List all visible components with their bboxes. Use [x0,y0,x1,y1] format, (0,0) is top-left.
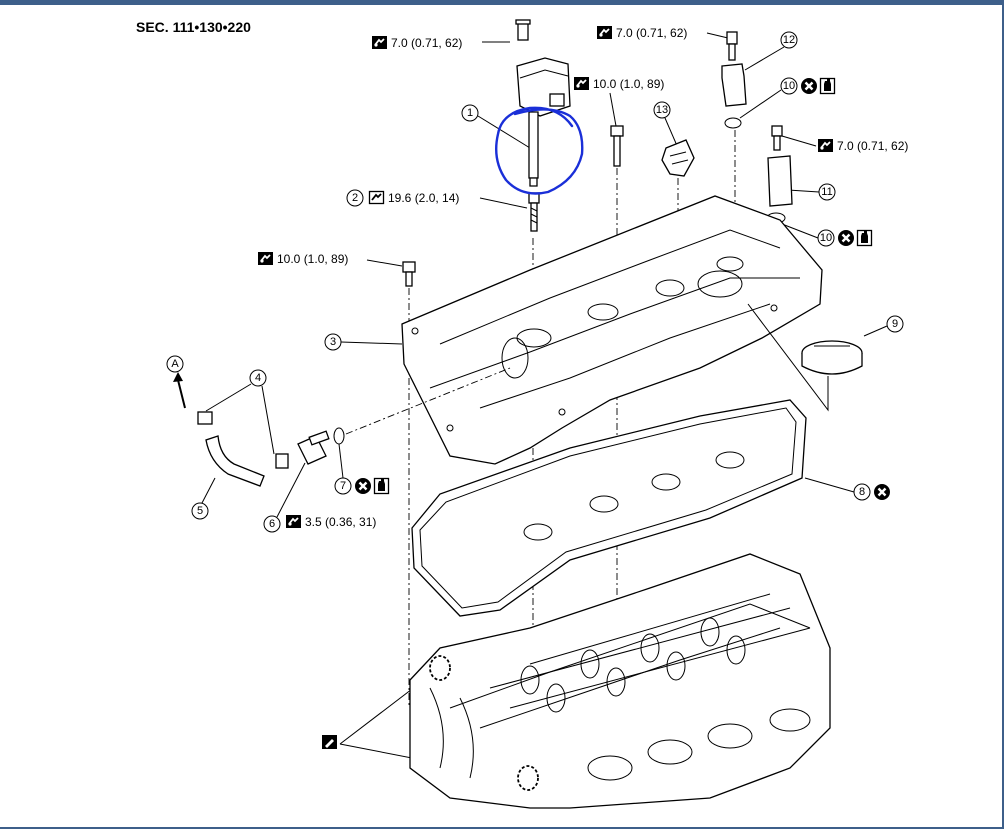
torque-spec-text: 7.0 (0.71, 62) [391,36,462,50]
torque-spec-text: 19.6 (2.0, 14) [388,191,459,205]
callout-11: 11 [787,183,836,201]
svg-text:13: 13 [656,104,668,116]
torque-label-sensor-top: 7.0 (0.71, 62) [596,25,729,40]
sealant-point-lower [517,765,539,791]
torque-wrench-icon [573,76,590,91]
pcv-valve [297,430,330,465]
torque-spec-text: 7.0 (0.71, 62) [616,26,687,40]
torque-label-coil-bolt: 7.0 (0.71, 62) [371,35,510,50]
svg-text:8: 8 [859,486,865,498]
torque-spec-text: 3.5 (0.36, 31) [305,515,376,529]
callout-5: 5 [191,477,216,520]
diagram-page: SEC. 111•130•220 7.0 (0.71, 62) 7.0 (0.7… [10,8,990,824]
sealant-icon [322,735,337,749]
torque-wrench-icon [257,251,274,266]
callout-8: 8 [804,477,892,502]
svg-text:9: 9 [892,318,898,330]
callout-13: 13 [653,101,679,149]
svg-text:A: A [171,358,179,370]
callout-9: 9 [863,315,904,337]
cover-bolt-left [402,261,416,287]
svg-text:5: 5 [197,505,203,517]
torque-wrench-icon [371,35,388,50]
callout-10-lower: 10 [781,223,873,248]
torque-label-spark-plug: 19.6 (2.0, 14) [368,190,528,209]
apply-oil-icon [819,77,836,95]
torque-label-sensor-bolt: 7.0 (0.71, 62) [781,135,908,153]
exploded-view-diagram: SEC. 111•130•220 7.0 (0.71, 62) 7.0 (0.7… [136,19,908,809]
do-not-reuse-icon [353,476,373,496]
callout-1: 1 [461,104,531,149]
rocker-cover-gasket [411,399,807,617]
ignition-coil [515,19,571,187]
pcv-hose [205,435,265,487]
torque-wrench-icon [817,138,834,153]
do-not-reuse-icon [872,482,892,502]
apply-oil-icon [373,477,390,495]
section-code: SEC. 111•130•220 [136,19,251,35]
svg-text:6: 6 [269,518,275,530]
svg-text:3: 3 [330,336,336,348]
pcv-o-ring [333,427,345,445]
svg-text:7: 7 [340,480,346,492]
combustion-ports [587,708,811,781]
sealant-point-upper [429,655,451,681]
torque-label-pcv-valve: 3.5 (0.36, 31) [285,514,376,529]
spark-plug [528,192,540,232]
window-right-border [1002,0,1004,829]
filler-cap-leader [747,303,829,412]
hose-clamp [197,411,289,469]
callout-6: 6 [263,462,306,533]
camshaft-position-sensor-lower [766,125,793,224]
oil-filler-cap [801,340,863,375]
camshaft-position-sensor-upper [721,31,747,129]
hand-drawn-annotation-circle [495,106,584,195]
do-not-reuse-icon [836,228,856,248]
svg-text:4: 4 [255,372,261,384]
rocker-cover [401,195,823,465]
torque-spec-text: 7.0 (0.71, 62) [837,139,908,153]
svg-text:10: 10 [820,232,832,244]
apply-oil-icon [856,229,873,247]
cylinder-head [409,553,831,809]
torque-label-cover-bolt-center: 10.0 (1.0, 89) [573,76,664,127]
torque-wrench-icon [285,514,302,529]
cover-bolt-center [610,125,624,167]
torque-spec-text: 10.0 (1.0, 89) [593,77,664,91]
callout-4: 4 [205,369,275,455]
oil-filler-opening [697,270,743,298]
torque-wrench-icon [368,190,385,205]
callout-2: 2 [346,189,364,207]
svg-text:1: 1 [467,107,473,119]
o-ring-upper [724,117,742,129]
svg-text:2: 2 [352,192,358,204]
callout-7: 7 [334,443,390,496]
torque-spec-text: 10.0 (1.0, 89) [277,252,348,266]
callout-3: 3 [324,333,403,351]
do-not-reuse-icon [799,76,819,96]
svg-text:12: 12 [783,34,795,46]
window-top-border [0,0,1004,5]
torque-label-cover-bolt-left: 10.0 (1.0, 89) [257,251,403,267]
pcv-port [501,337,529,379]
svg-text:10: 10 [783,80,795,92]
torque-wrench-icon [596,25,613,40]
reference-mark-a: A [166,355,186,409]
callout-10-upper: 10 [739,76,836,119]
svg-text:11: 11 [821,186,832,198]
window-bottom-border [0,827,1004,829]
camshafts [489,593,811,713]
harness-bracket [661,139,695,177]
callout-12: 12 [744,31,798,71]
